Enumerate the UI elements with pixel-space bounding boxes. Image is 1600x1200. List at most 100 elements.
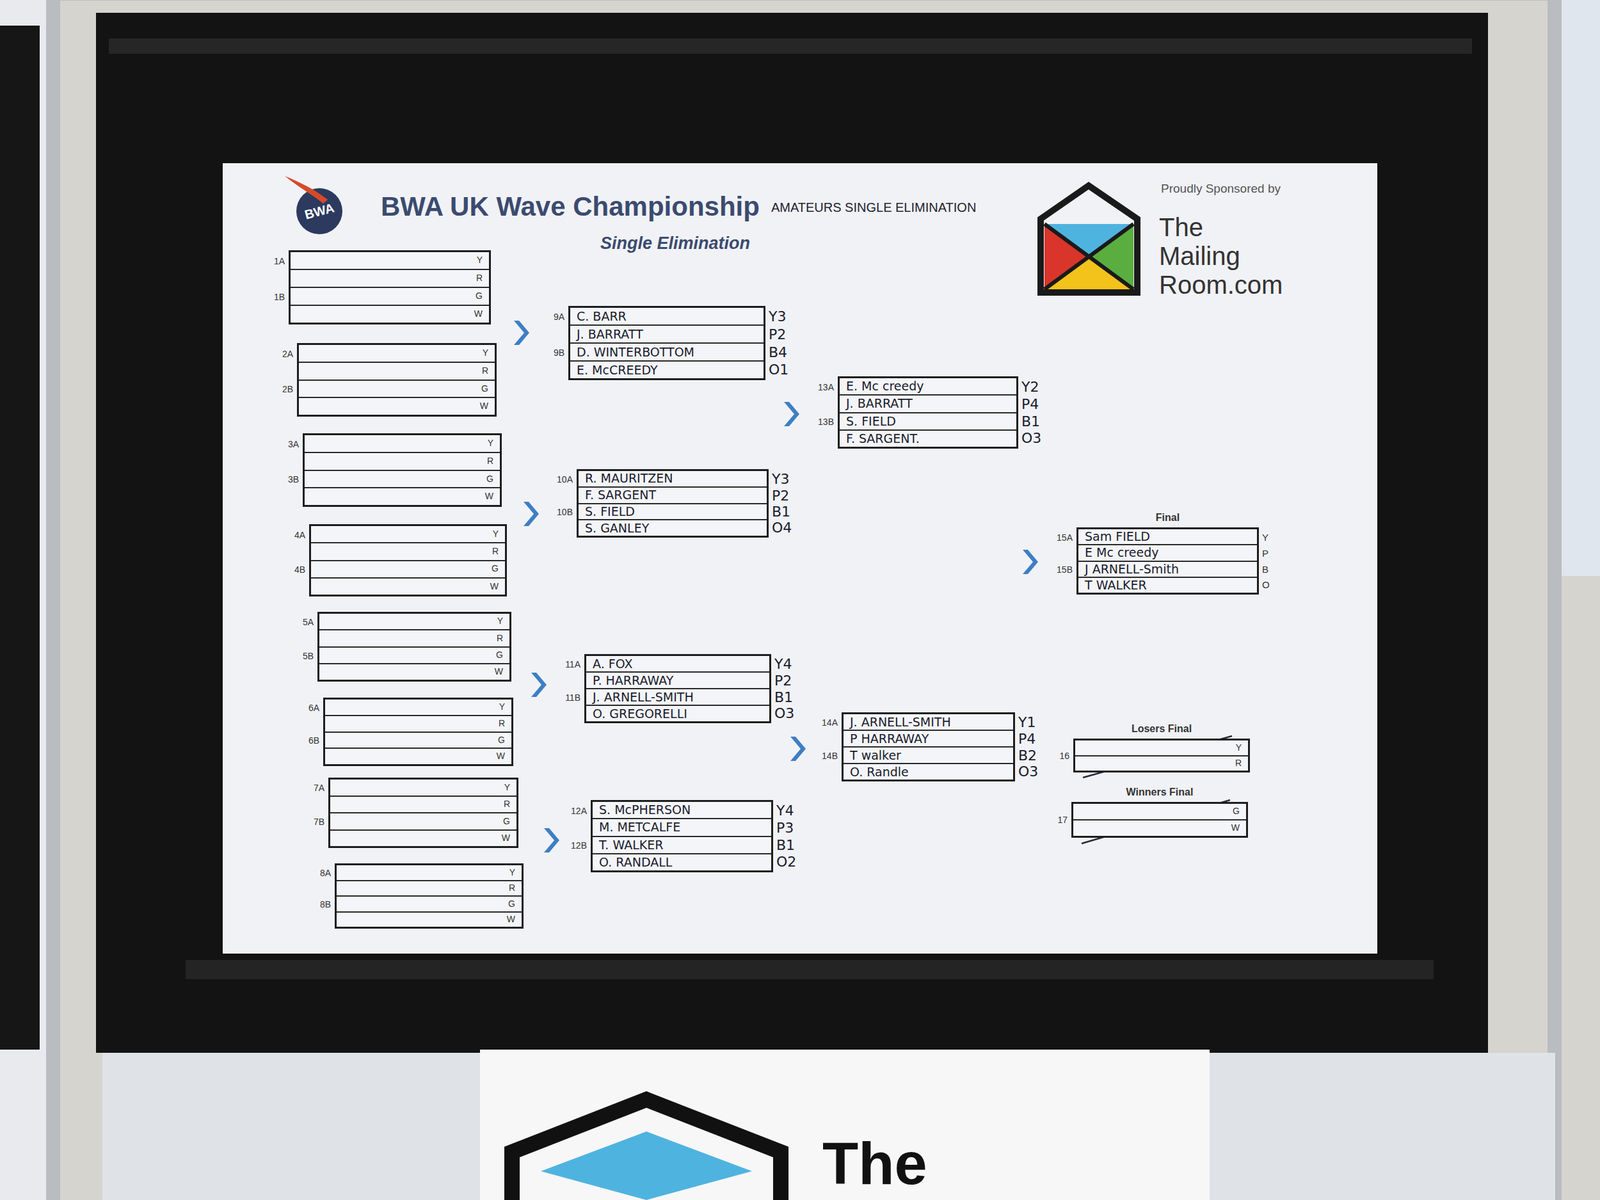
competitor-name: T. WALKER xyxy=(599,838,664,852)
heat-row: S. FIELD xyxy=(578,504,767,521)
competitor-name: Sam FIELD xyxy=(1084,529,1151,544)
heat-box: YRGW xyxy=(296,343,497,417)
logo-line xyxy=(1044,224,1134,290)
heat-id: 13B xyxy=(817,417,834,427)
heat-row: O. GREGORELLI xyxy=(586,705,770,722)
heat-id: 15A xyxy=(1056,533,1073,543)
heat-row: T. WALKER xyxy=(592,837,772,855)
competitor-name: T WALKER xyxy=(1084,578,1147,592)
heat-id: 17 xyxy=(1057,815,1068,825)
heat-row: E Mc creedy xyxy=(1078,545,1257,562)
competitor-name: R. MAURITZEN xyxy=(584,471,674,486)
colour-letter: Y xyxy=(1262,532,1269,543)
heat-row: A. FOX xyxy=(586,656,770,673)
heat-id: 12B xyxy=(570,840,587,850)
colour-letter: R xyxy=(487,456,494,466)
aluminium-frame xyxy=(53,0,1555,1200)
colour-letter: G xyxy=(481,384,489,394)
colour-letter: G xyxy=(503,816,511,827)
competitor-name: J. ARNELL-SMITH xyxy=(592,690,694,704)
heat-box: YR xyxy=(1073,738,1250,773)
tape-highlight xyxy=(108,38,1472,54)
heat-id: 7A xyxy=(313,783,325,793)
colour-letter: Y xyxy=(504,782,511,793)
result-place: Y2 xyxy=(1021,380,1039,395)
heat-row: Y xyxy=(330,779,517,797)
heat-row: Y xyxy=(311,526,505,544)
result-place: B1 xyxy=(774,690,793,705)
result-place: P4 xyxy=(1021,397,1039,412)
heat-row: R xyxy=(1075,756,1248,772)
heat-row: S. McPHERSON xyxy=(592,801,772,820)
heat-row: T walker xyxy=(843,747,1014,765)
result-place: B1 xyxy=(771,504,791,520)
heat-id: 11B xyxy=(565,693,581,703)
colour-letter: R xyxy=(481,366,489,376)
heat-box: YRGW xyxy=(334,863,524,929)
sponsor-name: The xyxy=(1159,214,1204,240)
heat-row: G xyxy=(325,732,512,750)
competitor-name: S. McPHERSON xyxy=(599,803,691,817)
colour-letter: R xyxy=(498,718,505,729)
heat-row: Y xyxy=(319,613,510,631)
tape-highlight xyxy=(185,960,1434,980)
heat-row: W xyxy=(290,305,489,323)
heat-row: J. ARNELL-SMITH xyxy=(843,714,1014,731)
logo-line xyxy=(1044,224,1134,290)
heat-box: Sam FIELDE Mc creedyJ ARNELL-SmithT WALK… xyxy=(1076,527,1259,595)
colour-letter: Y xyxy=(487,438,494,448)
heat-row: G xyxy=(290,288,489,306)
colour-letter: G xyxy=(508,899,516,909)
chevron xyxy=(544,828,560,853)
heat-row: S. GANLEY xyxy=(578,520,767,536)
heat-id: 15B xyxy=(1056,565,1073,575)
sponsor-name: Mailing xyxy=(1159,243,1241,269)
heat-id: 10A xyxy=(556,474,573,484)
heat-row: P HARRAWAY xyxy=(843,730,1014,748)
competitor-name: P. HARRAWAY xyxy=(592,673,674,688)
heat-row: E. McCREEDY xyxy=(570,361,764,379)
heat-id: 3A xyxy=(288,439,299,449)
result-place: O4 xyxy=(771,520,792,536)
chevron xyxy=(531,672,547,697)
heat-id: 6A xyxy=(308,703,320,713)
colour-letter: R xyxy=(496,633,504,644)
heat-row: S. FIELD xyxy=(839,413,1017,431)
logo-outline xyxy=(1040,185,1138,293)
colour-letter: G xyxy=(496,650,504,660)
result-place: P2 xyxy=(768,327,786,342)
heat-box: YRGW xyxy=(323,697,514,767)
heat-row: W xyxy=(330,830,517,847)
competitor-name: O. GREGORELLI xyxy=(592,707,688,721)
result-place: O2 xyxy=(776,855,797,870)
result-place: P2 xyxy=(774,673,792,688)
competitor-name: S. FIELD xyxy=(584,504,635,519)
colour-letter: W xyxy=(490,581,499,592)
competitor-name: O. RANDALL xyxy=(599,855,672,870)
competitor-name: M. METCALFE xyxy=(599,820,681,834)
heat-id: 2B xyxy=(282,384,294,394)
result-place: O3 xyxy=(774,706,795,721)
chevron xyxy=(513,320,530,345)
heat-row: G xyxy=(319,647,510,665)
heat-box: S. McPHERSON M. METCALFE T. WALKER O. RANDA… xyxy=(590,800,774,873)
heat-id: 1B xyxy=(273,292,285,302)
result-place: Y1 xyxy=(1018,715,1036,730)
result-place: B1 xyxy=(776,838,795,853)
heat-id: 4B xyxy=(294,565,306,575)
heat-row: E. Mc creedy xyxy=(839,378,1017,396)
heat-row: O. Randle xyxy=(843,764,1014,780)
competitor-name: J. ARNELL-SMITH xyxy=(849,715,952,729)
heat-box: GW xyxy=(1071,801,1248,838)
colour-letter: W xyxy=(506,914,516,925)
heat-row: R xyxy=(336,881,522,898)
heat-id: 11A xyxy=(565,659,581,669)
lower-sign xyxy=(480,1049,1210,1200)
subtitle: Single Elimination xyxy=(547,234,804,253)
heat-row: Y xyxy=(325,699,512,717)
logo-yellow xyxy=(1044,256,1134,290)
colour-letter: W xyxy=(474,309,483,319)
result-place: B2 xyxy=(1018,748,1037,763)
colour-letter: W xyxy=(485,491,494,502)
